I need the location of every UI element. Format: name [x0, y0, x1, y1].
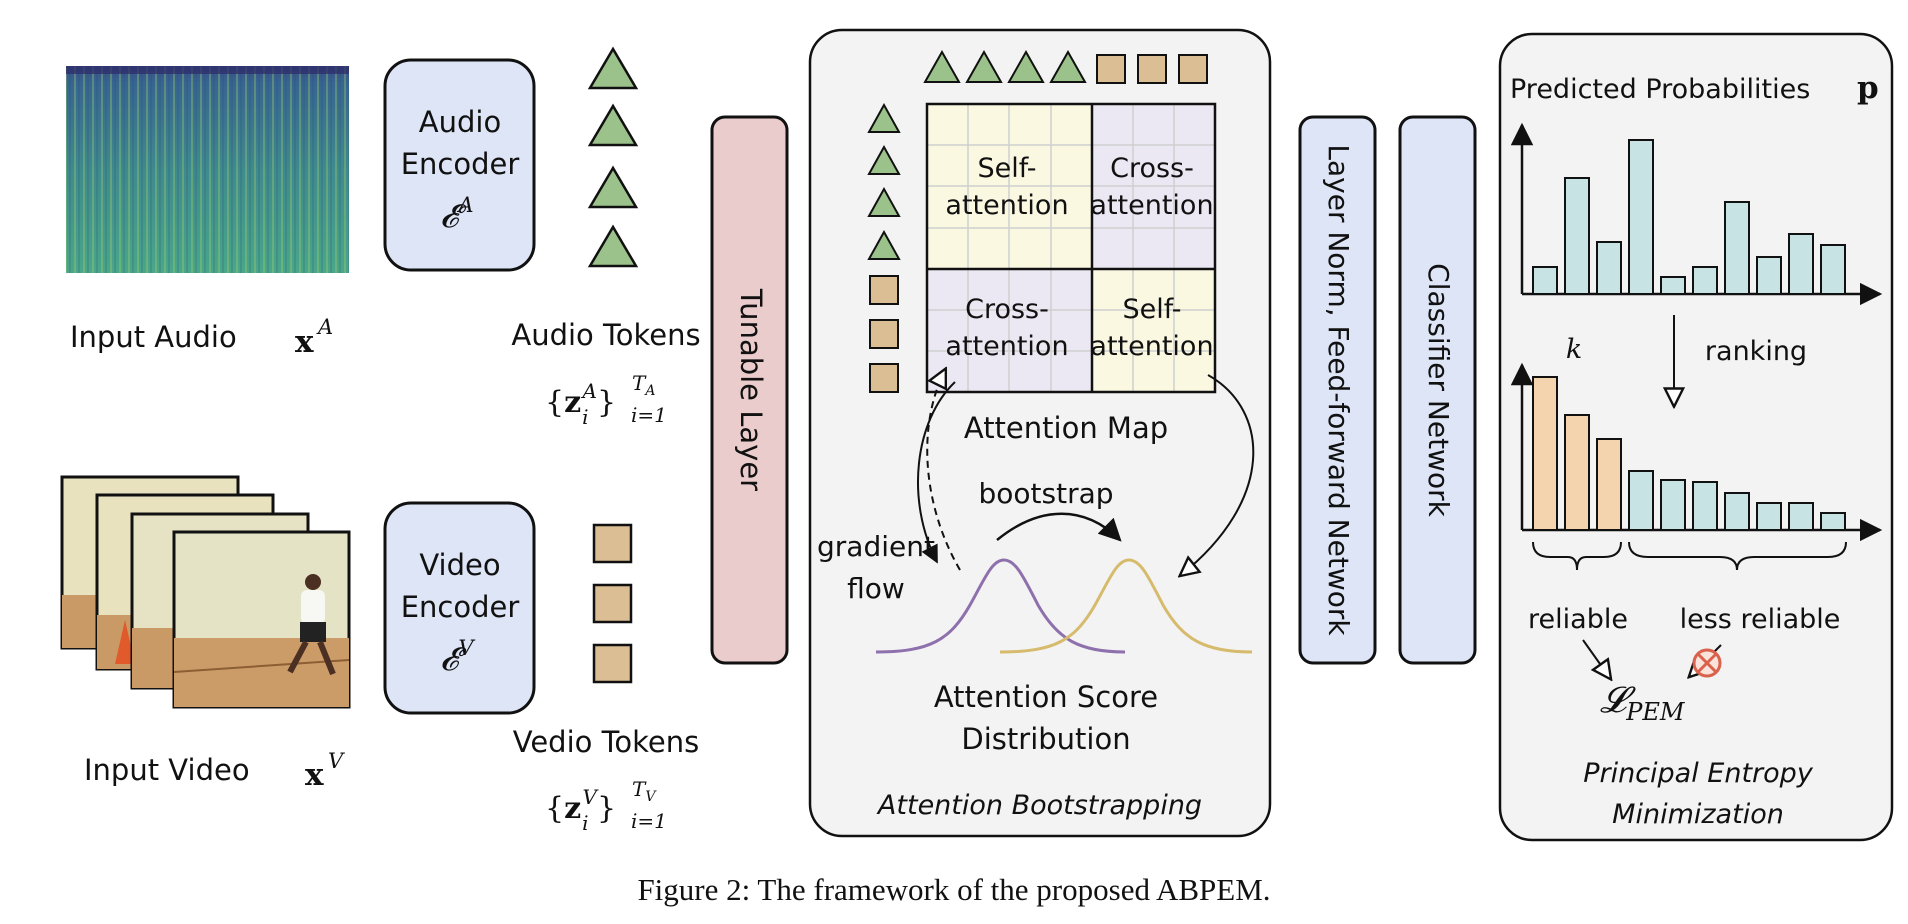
- classifier-label: Classifier Network: [1422, 263, 1455, 517]
- figure-caption: Figure 2: The framework of the proposed …: [637, 872, 1271, 907]
- svg-text:i=1: i=1: [631, 403, 667, 427]
- svg-text:TV: TV: [632, 777, 657, 805]
- bootstrap-label: bootstrap: [978, 477, 1113, 510]
- video-encoder-line1: Video: [419, 548, 500, 582]
- map-to-purple-arrow: [916, 381, 956, 564]
- pem-panel: Predicted Probabilities p ranking k: [1498, 32, 1894, 842]
- cell-bottom-right-line1: Self-: [1122, 294, 1181, 325]
- pem-title-line1: Principal Entropy: [1583, 758, 1814, 789]
- cell-top-right-line2: attention: [1090, 190, 1213, 221]
- input-audio-spectrogram: [66, 66, 349, 273]
- yellow-distribution-curve: [999, 558, 1253, 654]
- video-encoder-box: Video Encoder 𝓔V: [383, 501, 536, 715]
- attention-top-tokens: [923, 49, 1208, 84]
- video-tokens-math: {ziV} TV i=1: [545, 777, 667, 835]
- abpem-framework-diagram: Input Audio x A Input Video: [60, 28, 1894, 842]
- audio-encoder-box: Audio Encoder 𝓔A: [383, 58, 536, 272]
- svg-text:V: V: [328, 749, 345, 773]
- svg-text:TA: TA: [632, 371, 655, 399]
- audio-encoder-line1: Audio: [419, 105, 501, 139]
- gradient-flow-arrow: [926, 370, 961, 571]
- cell-bottom-left-line2: attention: [945, 331, 1068, 362]
- input-video-label: Input Video: [84, 753, 250, 787]
- attention-bootstrapping-panel: Self- attention Cross- attention Cross- …: [808, 28, 1272, 838]
- pem-title-line2: Minimization: [1612, 799, 1784, 830]
- distribution-label-line1: Attention Score: [934, 680, 1158, 714]
- cell-bottom-right-line2: attention: [1090, 331, 1213, 362]
- svg-text:{ziA}: {ziA}: [545, 379, 616, 429]
- attention-left-tokens: [867, 102, 901, 393]
- audio-token-column: [587, 46, 639, 268]
- video-encoder-math: 𝓔V: [440, 636, 475, 678]
- layer-norm-label: Layer Norm, Feed-forward Network: [1322, 144, 1355, 636]
- input-audio-label: Input Audio: [70, 320, 237, 354]
- input-audio-math: x A: [295, 315, 333, 360]
- less-reliable-label: less reliable: [1680, 604, 1841, 635]
- cell-bottom-left-line1: Cross-: [965, 294, 1049, 325]
- predicted-probabilities-label: Predicted Probabilities: [1510, 74, 1810, 105]
- input-video-frames: [60, 475, 351, 709]
- attention-map-label: Attention Map: [964, 411, 1168, 445]
- classifier-bar: Classifier Network: [1398, 115, 1477, 665]
- cell-top-right-line1: Cross-: [1110, 153, 1194, 184]
- tunable-layer-label: Tunable Layer: [734, 288, 768, 491]
- gradient-flow-line1: gradient: [817, 530, 935, 563]
- input-video-math: x V: [305, 749, 345, 793]
- predicted-probabilities-chart: [1510, 122, 1883, 306]
- audio-encoder-line2: Encoder: [401, 147, 520, 181]
- p-symbol: p: [1857, 70, 1879, 106]
- k-symbol: k: [1566, 334, 1582, 365]
- audio-tokens-label: Audio Tokens: [511, 318, 700, 352]
- svg-text:x: x: [295, 324, 314, 360]
- tunable-layer-bar: Tunable Layer: [710, 115, 789, 665]
- attention-map-grid: Self- attention Cross- attention Cross- …: [925, 102, 1217, 394]
- less-reliable-brace: [1628, 541, 1847, 571]
- attention-panel-title: Attention Bootstrapping: [876, 790, 1202, 821]
- svg-text:x: x: [305, 757, 324, 793]
- reliable-brace: [1532, 541, 1622, 571]
- reliable-label: reliable: [1528, 604, 1628, 635]
- audio-tokens-math: {ziA} TA i=1: [545, 371, 667, 429]
- layer-norm-bar: Layer Norm, Feed-forward Network: [1298, 115, 1377, 665]
- video-token-column: [592, 523, 633, 684]
- ranking-label: ranking: [1705, 336, 1807, 367]
- forbid-icon: [1692, 648, 1722, 678]
- svg-text:A: A: [316, 315, 333, 339]
- cell-top-left-line1: Self-: [977, 153, 1036, 184]
- purple-distribution-curve: [875, 558, 1126, 654]
- cell-top-left-line2: attention: [945, 190, 1068, 221]
- svg-text:i=1: i=1: [631, 809, 667, 833]
- gradient-flow-line2: flow: [847, 572, 905, 605]
- svg-text:{ziV}: {ziV}: [545, 785, 616, 835]
- video-encoder-line2: Encoder: [401, 590, 520, 624]
- bootstrap-arrow: [996, 512, 1122, 542]
- distribution-label-line2: Distribution: [961, 722, 1130, 756]
- video-tokens-label: Vedio Tokens: [513, 725, 699, 759]
- ranked-probabilities-chart: [1510, 362, 1883, 542]
- map-to-yellow-arrow: [1181, 374, 1255, 575]
- reliable-arrow: [1582, 639, 1610, 678]
